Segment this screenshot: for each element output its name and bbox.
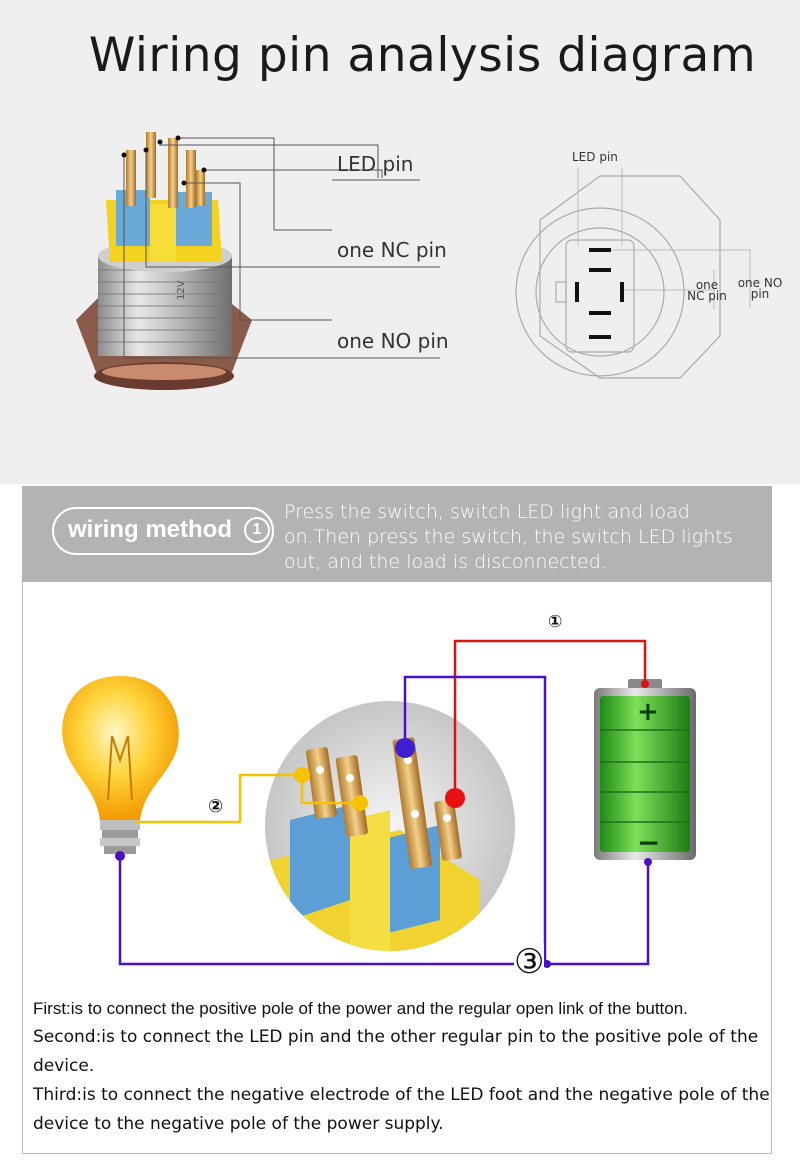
bottom-led-label: LED pin — [572, 150, 618, 164]
button-engraving: 12V — [176, 280, 187, 300]
bottom-view-pin-icon — [515, 175, 721, 379]
page-title: Wiring pin analysis diagram — [88, 28, 757, 83]
wiring-method-pill — [52, 507, 274, 555]
nc-pin-label: one NC pin — [337, 238, 447, 262]
battery-minus: − — [637, 826, 661, 859]
wire-nodes — [115, 680, 652, 968]
bottom-view-pins — [575, 248, 624, 339]
wiring-method-number: 1 — [244, 517, 270, 543]
battery-icon — [594, 679, 696, 860]
bottom-no-label: one NO pin — [737, 276, 783, 301]
led-pin-label: LED pin — [337, 152, 414, 176]
step-third: Third:is to connect the negative electro… — [33, 1085, 770, 1134]
circuit-label-3: ③ — [514, 942, 545, 982]
bottom-nc-label: one NC pin — [687, 278, 727, 303]
circuit-wires — [118, 639, 650, 966]
battery-plus: + — [637, 697, 659, 727]
light-bulb-icon — [62, 676, 179, 854]
no-pin-label: one NO pin — [337, 329, 449, 353]
step-first: First:is to connect the positive pole of… — [33, 999, 688, 1018]
circuit-label-1: ① — [548, 612, 563, 632]
circuit-label-2: ② — [208, 796, 224, 817]
wiring-frame — [22, 582, 772, 1154]
push-button-switch-photo: 12V — [76, 132, 252, 390]
wiring-method-band — [22, 486, 772, 582]
wiring-description: Press the switch, switch LED light and l… — [284, 501, 733, 573]
switch-closeup-photo — [265, 701, 515, 951]
wiring-method-label: wiring method — [68, 516, 232, 543]
step-second: Second:is to connect the LED pin and the… — [33, 1027, 759, 1076]
